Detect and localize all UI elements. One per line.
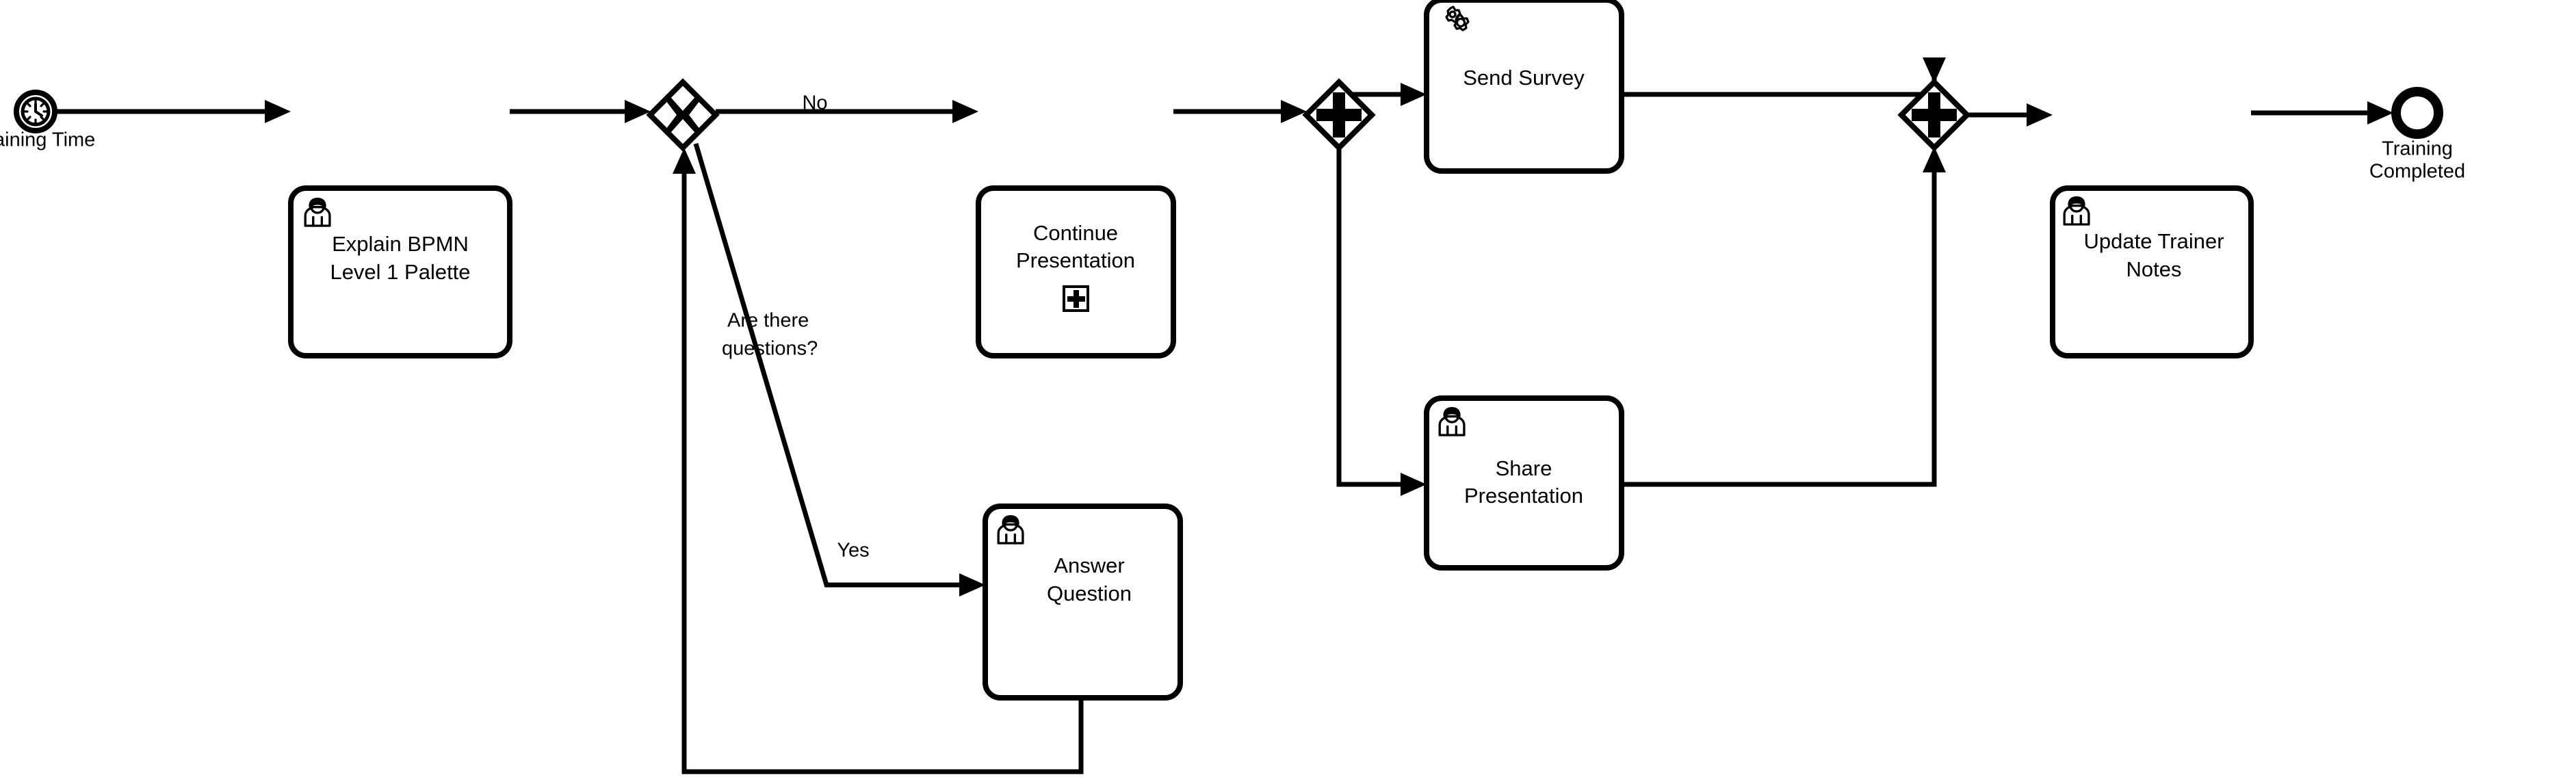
flow-line (681, 161, 1084, 774)
flow-update-notes-to-end[interactable] (2251, 101, 2393, 125)
task-answer-question[interactable]: Answer Question (983, 504, 1183, 701)
clock-icon-hands (34, 103, 43, 117)
task-box (2050, 185, 2254, 358)
task-label-line1: Send Survey (1463, 66, 1585, 90)
arrowhead (2367, 101, 2393, 125)
end-event-label-line2: Completed (2369, 161, 2465, 183)
flow-label-no: No (802, 92, 827, 114)
task-explain-bpmn-level-1-palette[interactable]: Explain BPMN Level 1 Palette (288, 185, 512, 358)
user-icon (1438, 407, 1466, 436)
user-icon (2063, 196, 2090, 226)
flow-share-presentation-to-join[interactable] (1622, 146, 1946, 487)
arrowhead (1401, 473, 1427, 496)
flow-label-yes: Yes (837, 540, 869, 562)
arrowhead (1281, 100, 1307, 123)
arrowhead (959, 573, 985, 597)
start-event-label: Training Time (0, 129, 95, 151)
end-event-circle (2391, 87, 2443, 139)
subprocess-continue-presentation[interactable]: Continue Presentation (976, 185, 1176, 358)
plus-box-collapsed-subprocess-marker (1063, 285, 1089, 312)
subprocess-label-line1: Continue (1033, 221, 1118, 245)
gateway-parallel-join[interactable] (1897, 78, 1971, 152)
plus-glyph (1067, 290, 1085, 308)
arrowhead (952, 100, 978, 123)
task-label-line2: Presentation (1464, 484, 1583, 508)
arrowhead (673, 148, 696, 174)
task-label-line1: Answer (1054, 553, 1124, 577)
flow-join-to-update-notes[interactable] (1967, 103, 2053, 127)
arrowhead (625, 100, 651, 123)
flow-gateway-yes[interactable]: Yes (693, 143, 985, 597)
end-event-label-line1: Training (2382, 138, 2453, 160)
flow-answer-loopback[interactable] (673, 148, 1084, 774)
task-label-line1: Explain BPMN (332, 232, 469, 256)
task-label-line2: Level 1 Palette (330, 260, 470, 284)
task-box (288, 185, 512, 358)
gateway-label-line2: questions? (722, 338, 818, 360)
flow-start-to-explain[interactable] (55, 100, 291, 123)
end-event-training-completed[interactable]: Training Completed (2369, 87, 2465, 183)
flow-line (693, 143, 973, 588)
flow-gateway-no[interactable]: No (716, 92, 978, 123)
flow-line (1622, 159, 1937, 487)
arrowhead (1923, 57, 1946, 83)
gear-icon (1445, 5, 1470, 31)
flow-split-to-share-presentation[interactable] (1336, 145, 1427, 496)
task-label-line2: Notes (2126, 257, 2182, 281)
task-update-trainer-notes[interactable]: Update Trainer Notes (2050, 185, 2254, 358)
arrowhead (265, 100, 291, 123)
subprocess-box (976, 185, 1176, 358)
gateway-x-glyph (664, 98, 702, 132)
task-label-line1: Share (1496, 456, 1552, 480)
task-box (1424, 395, 1624, 571)
gateway-label-line1: Are there (727, 310, 809, 332)
task-send-survey[interactable]: Send Survey (1424, 0, 1624, 174)
user-icon (304, 198, 331, 227)
flow-line (1622, 71, 1937, 97)
task-label-line1: Update Trainer (2083, 229, 2224, 253)
flow-explain-to-gateway[interactable] (510, 100, 651, 123)
arrowhead (2027, 103, 2053, 127)
gateway-parallel-split[interactable] (1302, 78, 1376, 152)
flow-continue-to-split[interactable] (1173, 100, 1307, 123)
task-box (983, 504, 1183, 701)
subprocess-label-line2: Presentation (1016, 248, 1135, 272)
arrowhead (1401, 83, 1427, 106)
arrowhead (1923, 146, 1946, 172)
user-icon (997, 515, 1024, 545)
gateway-plus-glyph (1912, 92, 1957, 138)
start-event-training-time[interactable]: Training Time (0, 90, 95, 151)
flow-line (1336, 145, 1414, 487)
gateway-are-there-questions[interactable]: Are there questions? (646, 78, 818, 360)
task-label-line2: Question (1047, 582, 1132, 605)
task-box (1424, 0, 1624, 174)
task-share-presentation[interactable]: Share Presentation (1424, 395, 1624, 571)
clock-icon (21, 96, 51, 127)
flow-send-survey-to-join[interactable] (1622, 57, 1946, 97)
gateway-plus-glyph (1316, 92, 1362, 138)
